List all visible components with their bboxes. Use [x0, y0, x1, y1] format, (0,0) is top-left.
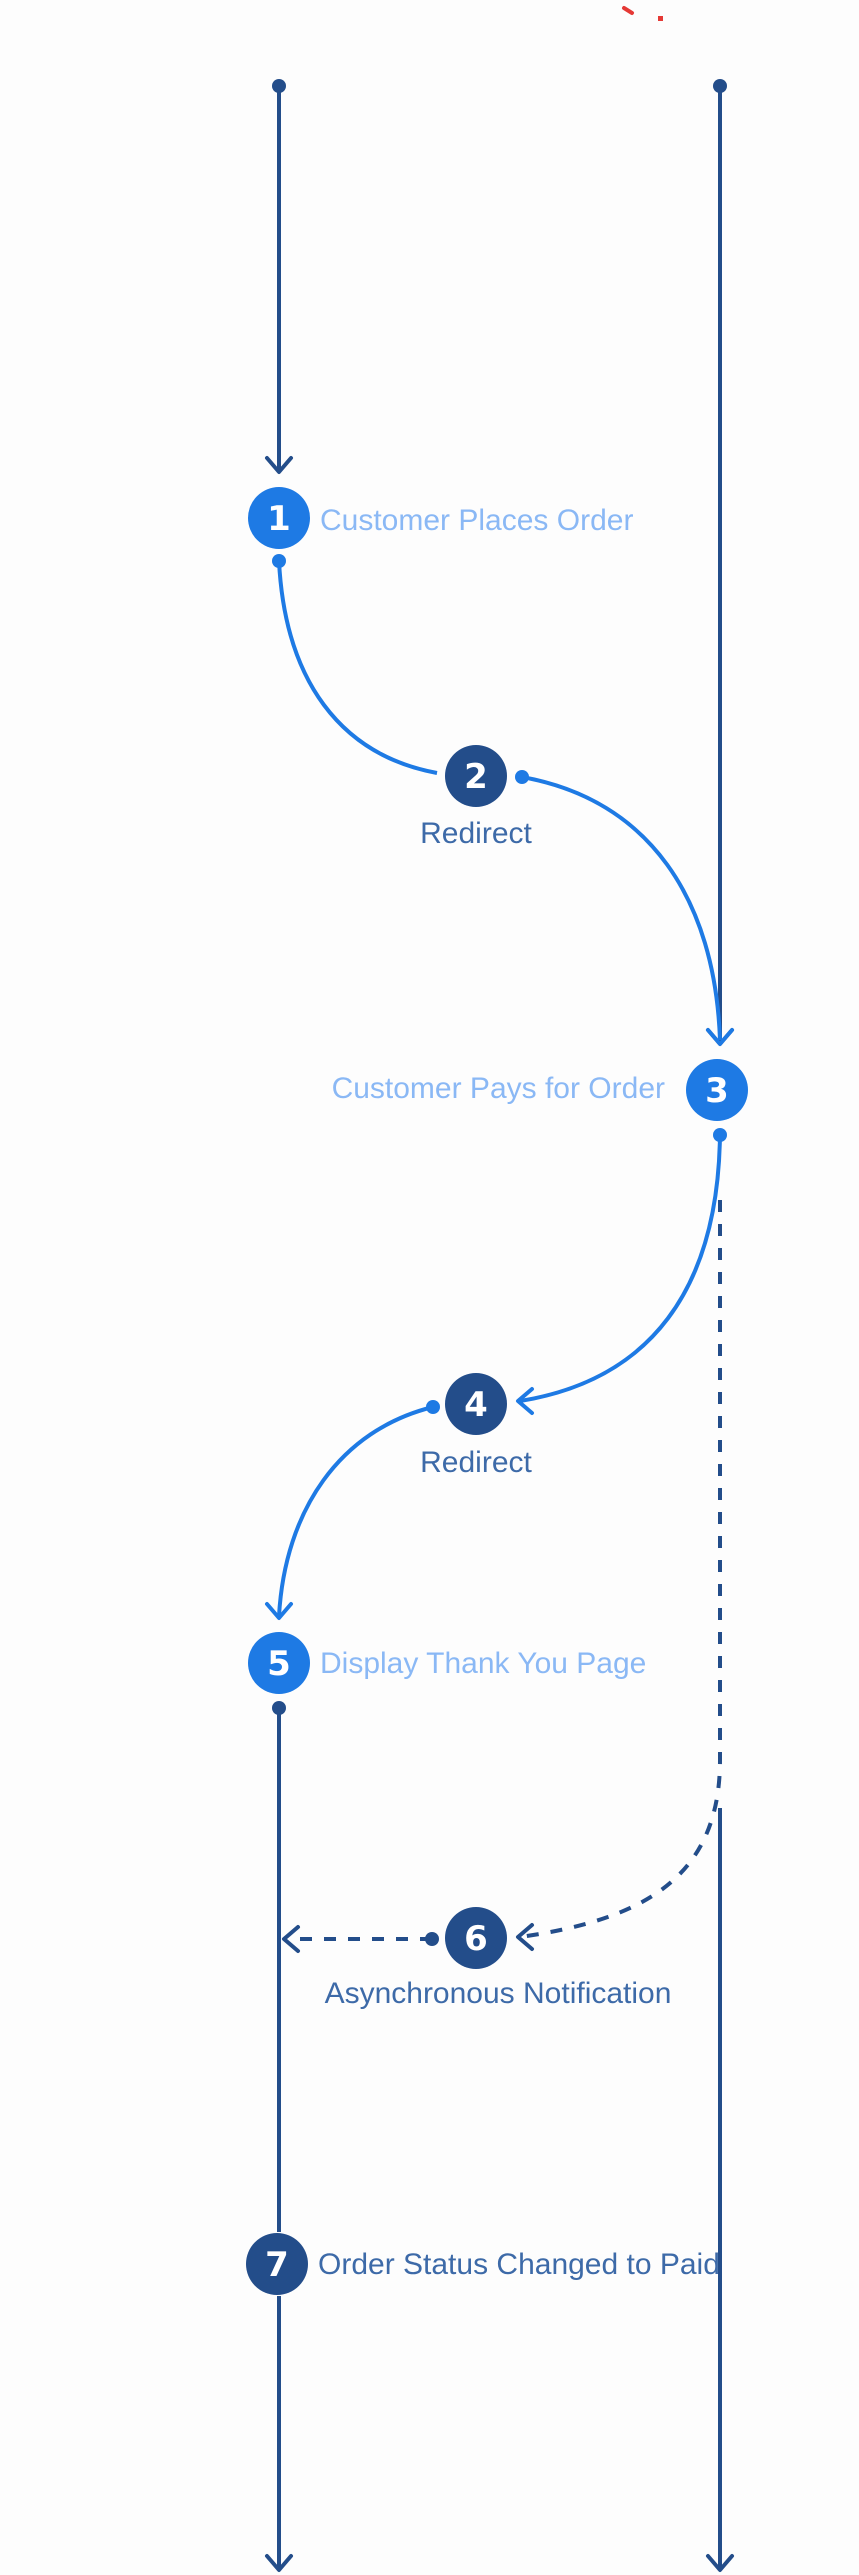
step-7-number: 7	[265, 2245, 289, 2285]
step-6-node: 6	[445, 1907, 507, 1969]
left-lifeline-top	[265, 79, 293, 474]
step-3-node: 3	[686, 1059, 748, 1121]
connector-2-to-3	[515, 770, 734, 1046]
step-7-label: Order Status Changed to Paid	[318, 2248, 720, 2281]
step-6-number: 6	[464, 1919, 488, 1959]
connector-1-to-2	[272, 554, 438, 775]
step-3-number: 3	[705, 1071, 729, 1111]
red-mark-decoration	[622, 6, 663, 21]
step-1-number: 1	[267, 499, 291, 539]
right-lifeline-top	[706, 79, 734, 1046]
step-4-number: 4	[464, 1385, 488, 1425]
notification-to-left-connector	[282, 1925, 439, 1953]
async-notification-connector	[516, 1200, 722, 1951]
connector-4-to-5	[265, 1400, 440, 1620]
step-2-node: 2	[445, 745, 507, 807]
step-2-label: Redirect	[420, 817, 532, 850]
step-5-label: Display Thank You Page	[320, 1647, 646, 1680]
step-4-label: Redirect	[420, 1446, 532, 1479]
step-1-node: 1	[248, 487, 310, 549]
step-2-number: 2	[464, 757, 488, 797]
left-lifeline-bottom	[265, 1701, 293, 2572]
step-5-number: 5	[267, 1644, 291, 1684]
step-4-node: 4	[445, 1373, 507, 1435]
step-3-label: Customer Pays for Order	[332, 1072, 665, 1105]
step-1-label: Customer Places Order	[320, 504, 633, 537]
step-5-node: 5	[248, 1632, 310, 1694]
step-7-node: 7	[246, 2233, 308, 2295]
step-6-label: Asynchronous Notification	[325, 1977, 672, 2010]
connector-3-to-4	[516, 1128, 727, 1415]
right-lifeline-bottom	[706, 1808, 734, 2572]
